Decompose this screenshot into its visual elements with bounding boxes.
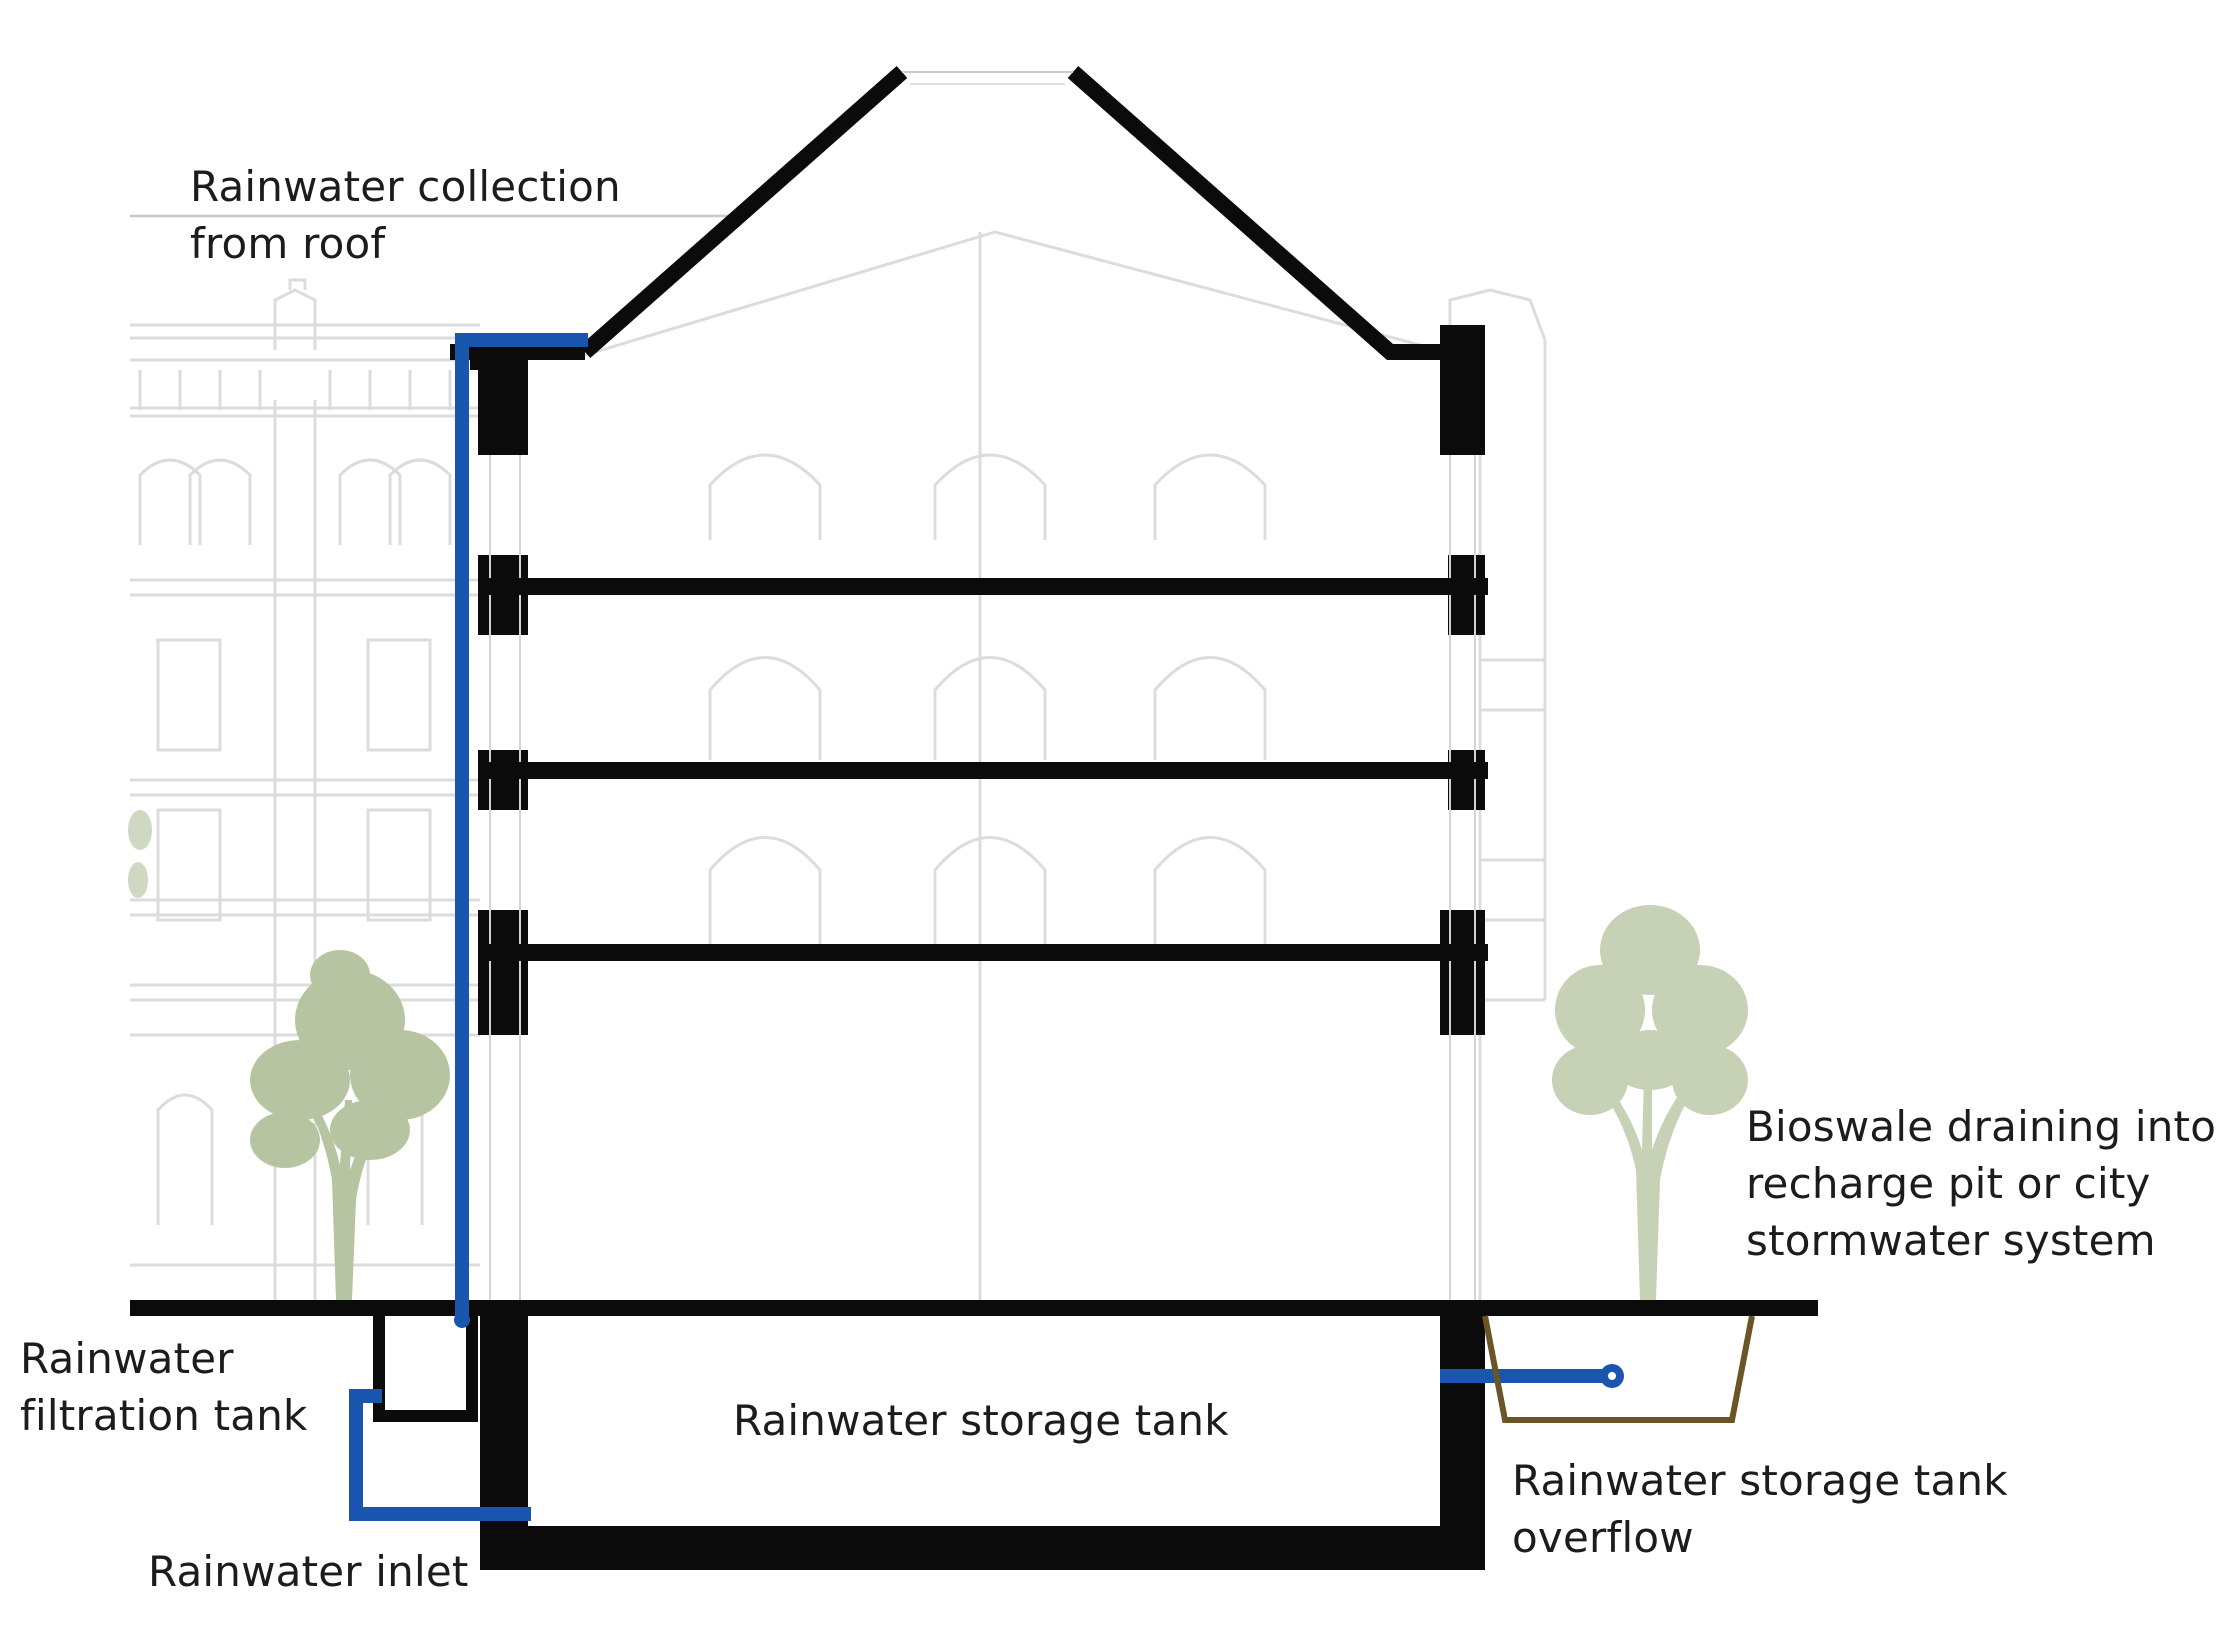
filtration-tank-label: Rainwater filtration tank (20, 1334, 308, 1440)
background-facade-right (1448, 288, 1547, 1300)
tree-left-edge (128, 810, 152, 898)
right-wall-ghost (1449, 455, 1476, 1300)
ground-line (130, 1300, 1818, 1316)
tree-left (250, 950, 450, 1300)
background-arched-windows (708, 453, 1267, 945)
roof-downpipe (455, 333, 588, 1320)
left-wall-ghost (489, 455, 521, 1300)
overflow-label: Rainwater storage tank overflow (1512, 1456, 2008, 1562)
background-facade-left (130, 214, 730, 1300)
roof-collection-label: Rainwater collection from roof (190, 162, 621, 268)
inlet-label: Rainwater inlet (148, 1547, 469, 1596)
storage-tank-label: Rainwater storage tank (733, 1396, 1229, 1445)
bioswale-trench (1482, 1315, 1755, 1423)
bioswale-label: Bioswale draining into recharge pit or c… (1746, 1102, 2217, 1265)
inlet-pipe (349, 1389, 531, 1521)
rainwater-pipes (349, 333, 1610, 1521)
tree-right (1552, 905, 1748, 1300)
floor-slabs (478, 578, 1488, 961)
storage-tank (480, 1300, 1485, 1570)
filtration-tank (373, 1312, 478, 1422)
right-wall (1440, 325, 1485, 1035)
downpipe-outlet-icon (454, 1312, 470, 1328)
